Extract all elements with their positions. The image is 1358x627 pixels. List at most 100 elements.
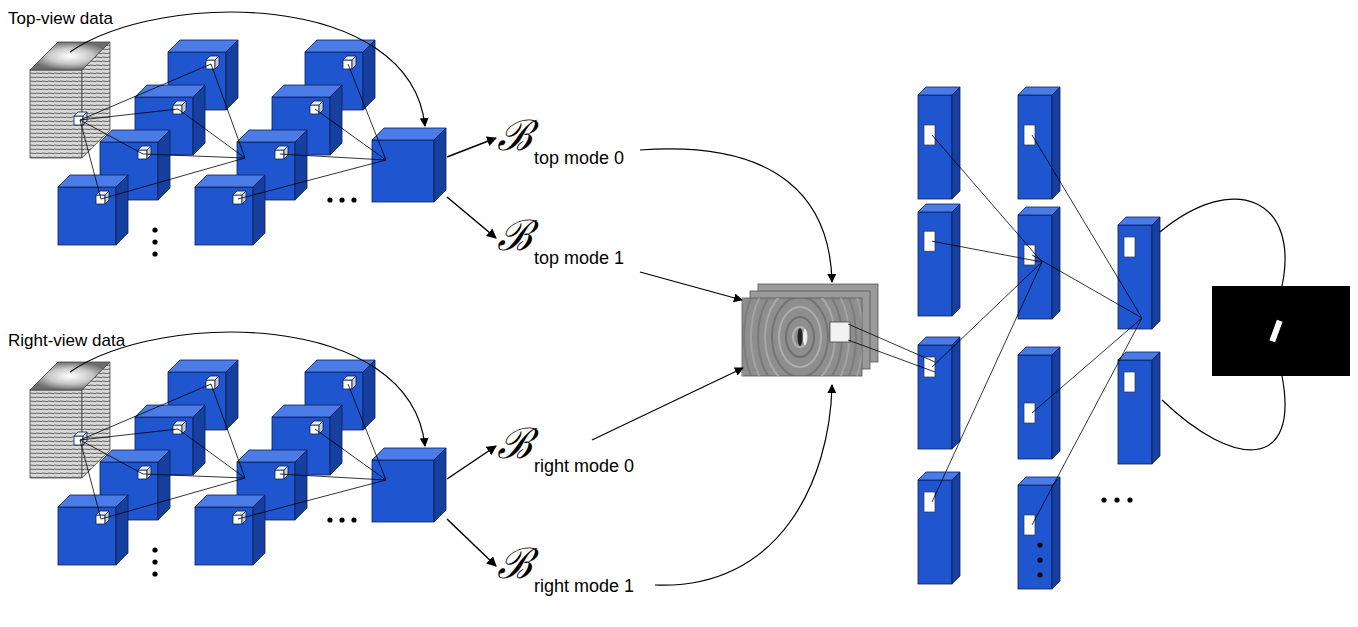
- ellipsis-dot: [152, 559, 157, 564]
- basis-subscript: top mode 1: [534, 248, 624, 268]
- ellipsis-dot: [152, 571, 157, 576]
- view-title: Right-view data: [0, 322, 125, 351]
- feature-volume: [195, 495, 265, 565]
- input-arrow: [592, 368, 743, 440]
- receptive-field: [275, 466, 288, 479]
- output-volume: [372, 128, 446, 202]
- basis-symbol: ℬ: [497, 540, 532, 588]
- connection-line: [1032, 255, 1142, 318]
- feature-map: [1018, 347, 1060, 459]
- feature-map: [918, 472, 960, 584]
- connection-line: [80, 440, 101, 519]
- connection-line: [315, 429, 386, 480]
- output-link: [1162, 376, 1285, 450]
- input-volume: [30, 42, 110, 158]
- output-arrow: [447, 446, 496, 479]
- connection-line: [101, 478, 245, 519]
- ellipsis-dot: [327, 197, 332, 202]
- feature-map: [1018, 477, 1060, 589]
- feature-map: [1118, 352, 1160, 464]
- network-region: Top-view data: [0, 0, 447, 270]
- output-volume: [372, 448, 446, 522]
- connection-line: [178, 429, 245, 478]
- ellipsis-dot: [327, 517, 332, 522]
- cnn3d-network: [30, 332, 446, 577]
- ellipsis-dot: [1114, 497, 1119, 502]
- ellipsis-dot: [339, 517, 344, 522]
- connection-line: [1032, 318, 1142, 525]
- connection-line: [80, 429, 178, 440]
- connection-line: [80, 120, 101, 199]
- connection-line: [211, 384, 245, 478]
- input-arrow: [640, 272, 742, 300]
- ellipsis-dot: [152, 227, 157, 232]
- feature-volume: [58, 175, 128, 245]
- basis-label: ℬtop mode 1: [497, 212, 624, 260]
- ellipsis-dot: [152, 239, 157, 244]
- receptive-field: [275, 146, 288, 159]
- ellipsis-dot: [1037, 572, 1042, 577]
- input-arrow: [640, 149, 832, 282]
- receptive-field: [1124, 372, 1135, 392]
- connection-line: [280, 474, 386, 480]
- ellipsis-dot: [152, 251, 157, 256]
- feature-map: [1018, 207, 1060, 319]
- connection-line: [80, 120, 143, 154]
- receptive-field: [173, 421, 186, 434]
- receptive-field: [173, 101, 186, 114]
- feature-map: [918, 204, 960, 316]
- ellipsis-dot: [351, 517, 356, 522]
- view-title: Top-view data: [0, 0, 113, 29]
- basis-symbol: ℬ: [497, 212, 532, 260]
- receptive-field: [310, 421, 323, 434]
- input-volume: [30, 362, 110, 478]
- ellipsis-dot: [1127, 497, 1132, 502]
- output-arrow: [447, 197, 496, 238]
- connection-line: [80, 384, 211, 440]
- receptive-field: [1024, 125, 1035, 145]
- connection-line: [80, 109, 178, 120]
- receptive-field: [924, 492, 935, 512]
- connection-line: [80, 440, 143, 474]
- connection-line: [178, 109, 245, 158]
- basis-label: ℬright mode 0: [497, 420, 634, 468]
- output-link: [1160, 199, 1285, 286]
- feature-map: [1018, 87, 1060, 199]
- connection-line: [348, 384, 386, 480]
- input-arrow: [655, 385, 832, 585]
- receptive-field: [310, 101, 323, 114]
- connection-line: [238, 160, 386, 199]
- feature-map: [1118, 217, 1160, 329]
- receptive-field: [1024, 403, 1035, 423]
- network-region: Right-view data: [0, 322, 447, 607]
- connection-line: [932, 262, 1042, 367]
- basis-subscript: right mode 0: [534, 456, 634, 476]
- connection-line: [315, 109, 386, 160]
- ellipsis-dot: [1101, 497, 1106, 502]
- ellipsis-dot: [339, 197, 344, 202]
- receptive-field: [924, 125, 935, 145]
- connection-line: [238, 480, 386, 519]
- output-arrow: [447, 138, 496, 157]
- receptive-field: [1024, 515, 1035, 535]
- feature-volume: [195, 175, 265, 245]
- image-stack: [702, 197, 898, 477]
- ellipsis-dot: [1037, 557, 1042, 562]
- connection-line: [1032, 135, 1142, 318]
- connection-line: [848, 340, 935, 372]
- skip-connection: [70, 12, 425, 126]
- output-arrow: [447, 519, 496, 566]
- connection-line: [143, 474, 245, 478]
- connection-line: [143, 154, 245, 158]
- basis-subscript: right mode 1: [534, 576, 634, 596]
- connection-line: [932, 135, 1042, 262]
- basis-label: ℬtop mode 0: [497, 112, 624, 160]
- feature-volume: [58, 495, 128, 565]
- connection-line: [211, 64, 245, 158]
- connection-line: [1032, 318, 1142, 413]
- connection-line: [80, 64, 211, 120]
